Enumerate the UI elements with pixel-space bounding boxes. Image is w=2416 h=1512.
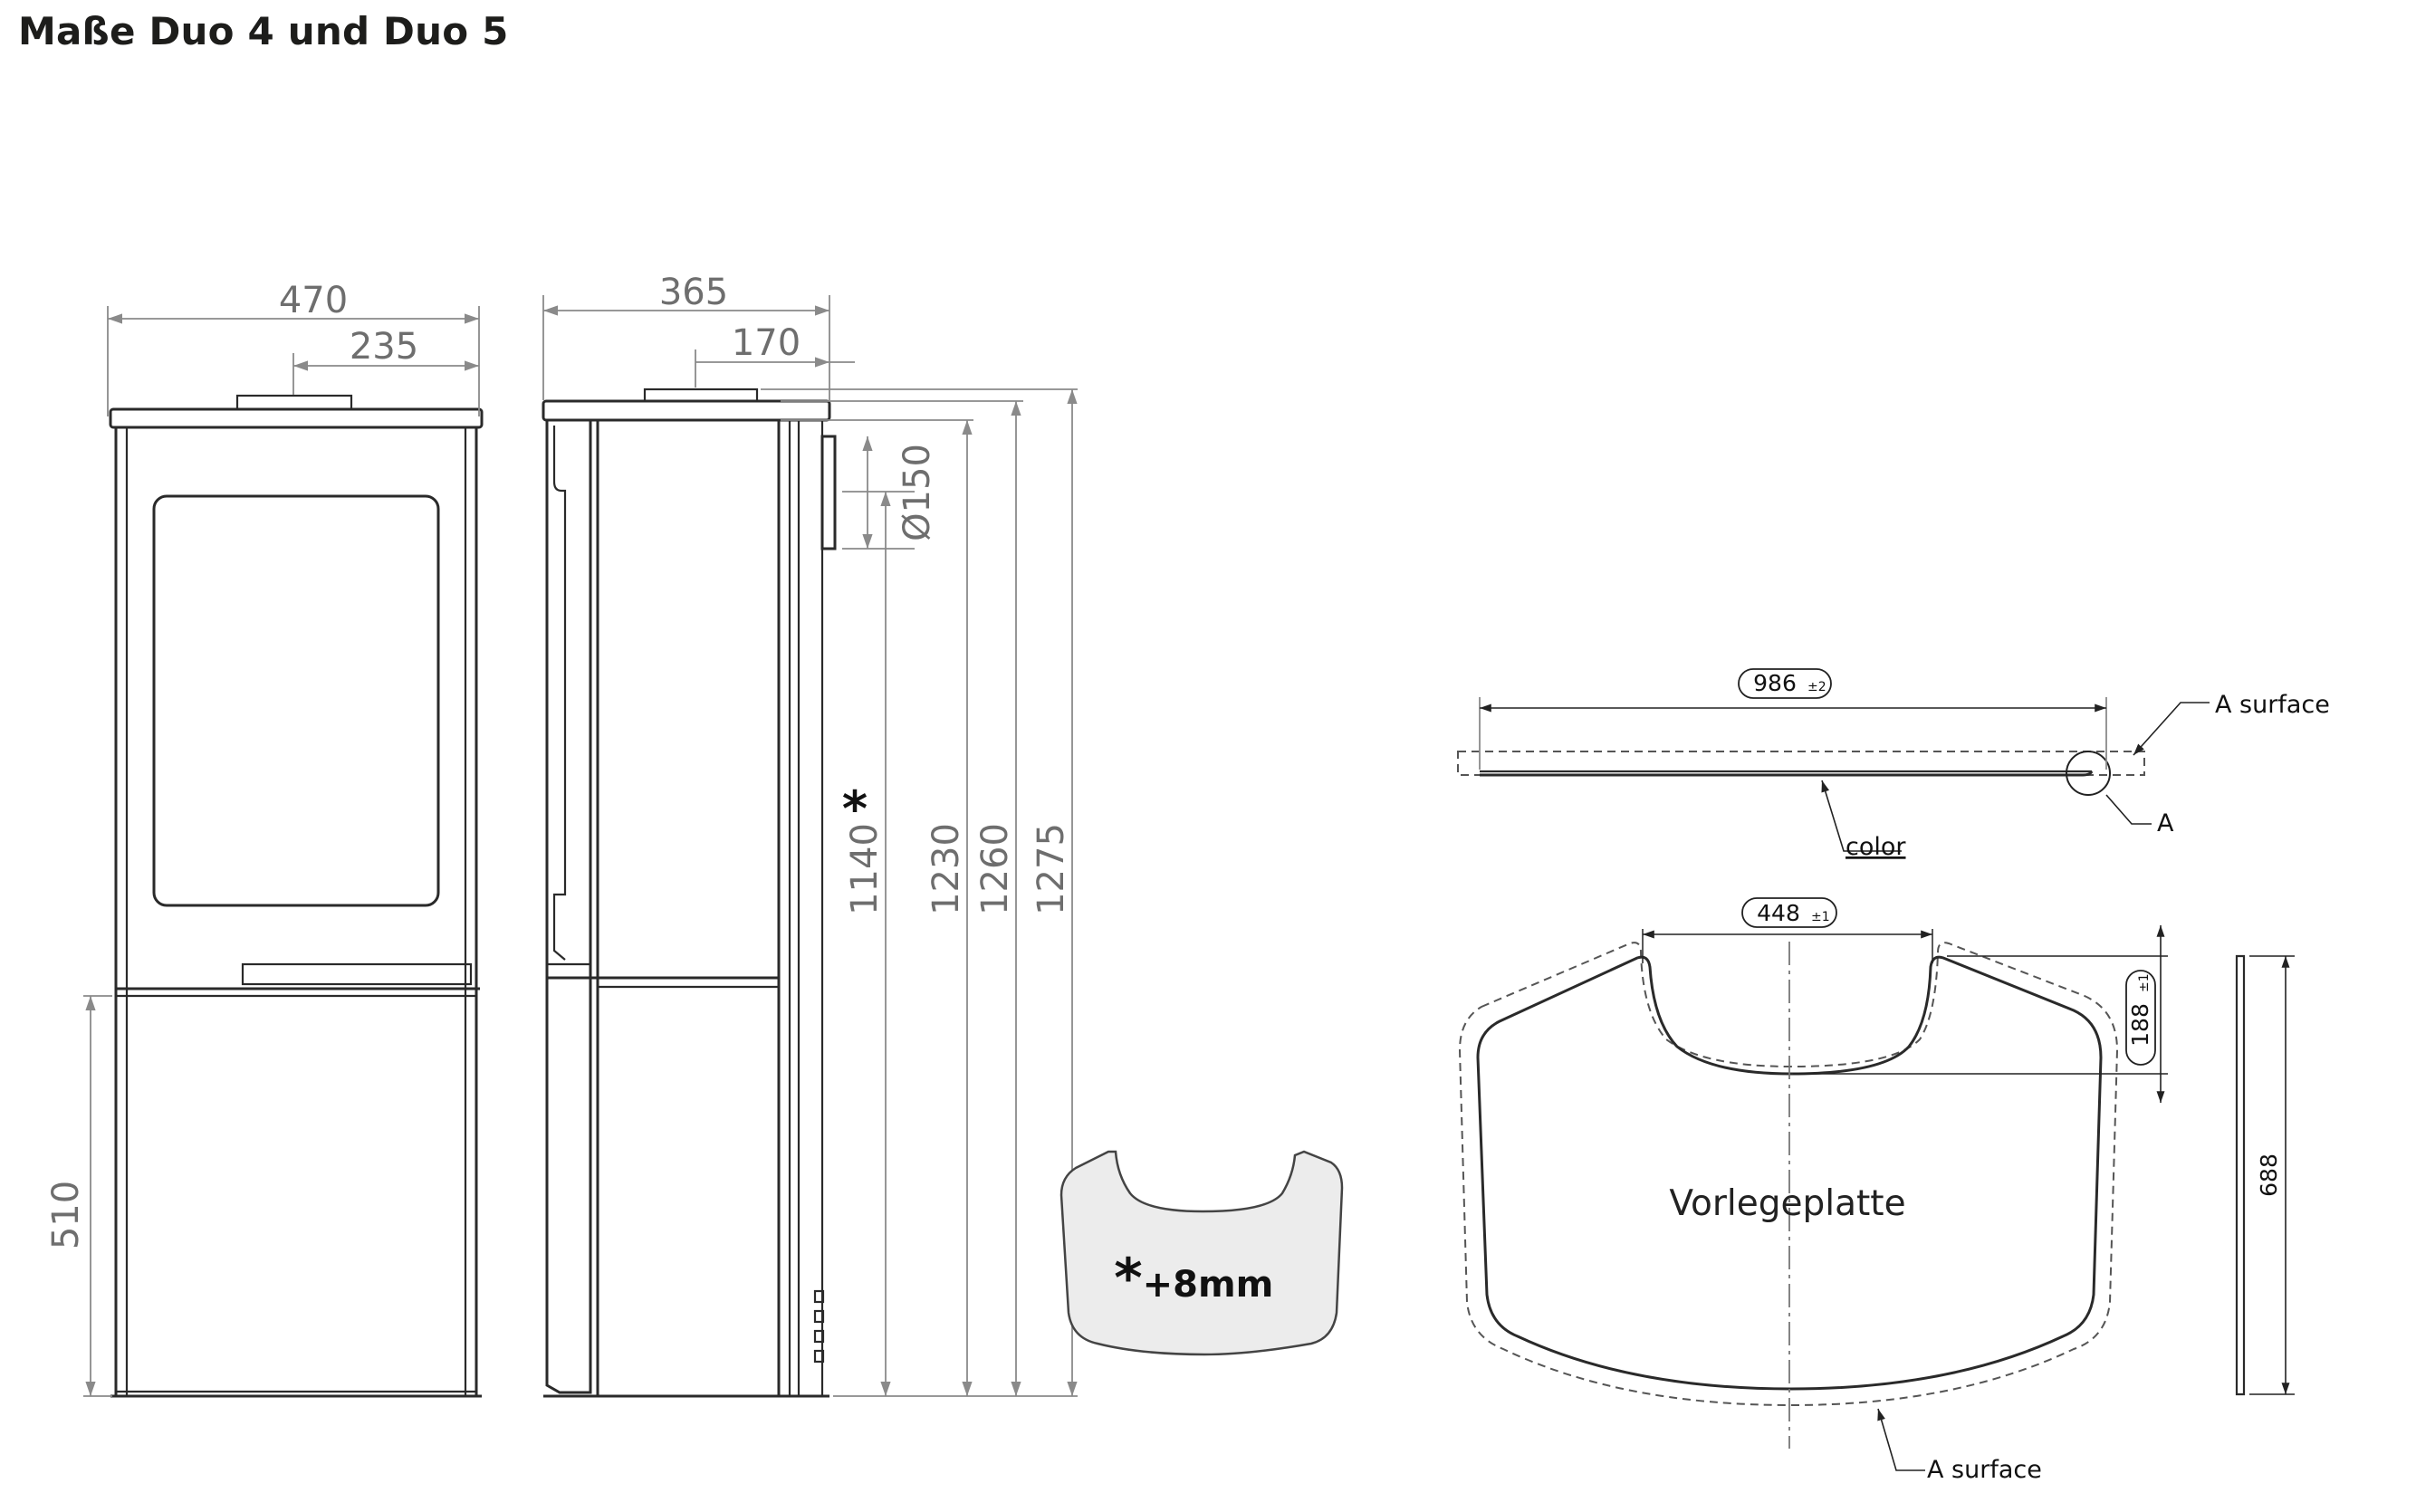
width-half-label: 235 (350, 326, 418, 368)
page-title: Maße Duo 4 und Duo 5 (18, 9, 509, 53)
dim-box-986 (1738, 668, 1832, 699)
callout-surface-bottom: A surface (1927, 1456, 2042, 1484)
detail-a-circle (2066, 751, 2111, 796)
side-dimension-lines (542, 295, 1078, 1397)
notch-depth-label: 188 (2127, 1003, 2153, 1047)
notch-width-tolerance: ±1 (1811, 910, 1830, 924)
front-dimension-lines (83, 306, 480, 1397)
floor-plate-top-view (1458, 925, 2295, 1471)
front-view (109, 394, 484, 1398)
plate-width-tolerance: ±2 (1807, 680, 1826, 694)
dim-box-448 (1741, 897, 1837, 928)
width-total-label: 470 (279, 280, 348, 321)
plate-depth-label: 688 (2256, 1153, 2282, 1197)
plate-edge-view (1457, 697, 2210, 852)
height-base-label: 510 (45, 1181, 87, 1249)
height-top-label: 1230 (925, 823, 967, 915)
callout-color: color (1846, 833, 1906, 861)
side-view (542, 388, 837, 1398)
note-plate-shape (1059, 1150, 1344, 1356)
callout-detail-a: A (2157, 809, 2174, 837)
plate-width-label: 986 (1753, 670, 1797, 696)
notch-depth-tolerance: ±1 (2137, 973, 2152, 992)
note-asterisk: * (1114, 1247, 1142, 1310)
depth-total-label: 365 (659, 272, 728, 313)
plate-name-label: Vorlegeplatte (1669, 1183, 1905, 1224)
callout-surface-top: A surface (2215, 691, 2330, 719)
height-cover-label: 1260 (974, 823, 1016, 915)
flue-offset-label: 170 (732, 322, 801, 364)
dim-box-188 (2125, 970, 2156, 1066)
flue-height-asterisk: * (842, 780, 868, 837)
note-text: +8mm (1143, 1264, 1274, 1306)
flue-diameter-label: Ø150 (896, 444, 938, 541)
flue-height-label: 1140 (844, 823, 886, 915)
notch-width-label: 448 (1757, 900, 1800, 926)
height-total-label: 1275 (1031, 823, 1072, 915)
